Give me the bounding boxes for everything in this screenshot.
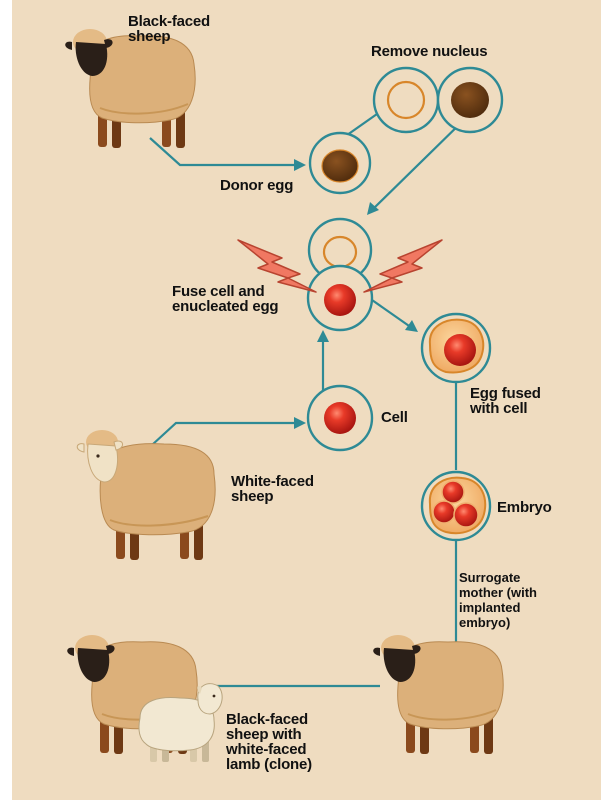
donor-cell	[308, 386, 372, 450]
label-black-faced-sheep: Black-faced sheep	[128, 14, 210, 44]
label-cell: Cell	[381, 410, 408, 425]
fuse-cell-stack	[308, 219, 372, 330]
label-surrogate-mother: Surrogate mother (with implanted embryo)	[459, 570, 537, 630]
label-egg-fused: Egg fused with cell	[470, 386, 541, 416]
label-donor-egg: Donor egg	[220, 178, 293, 193]
label-white-faced-sheep: White-faced sheep	[231, 474, 314, 504]
label-embryo: Embryo	[497, 500, 552, 515]
label-clone-result: Black-faced sheep with white-faced lamb …	[226, 712, 312, 772]
label-remove-nucleus: Remove nucleus	[371, 44, 487, 59]
label-fuse-cell: Fuse cell and enucleated egg	[172, 284, 278, 314]
egg-fused-cell	[422, 314, 490, 382]
donor-egg-cell	[310, 133, 370, 193]
embryo-cell	[422, 472, 490, 540]
